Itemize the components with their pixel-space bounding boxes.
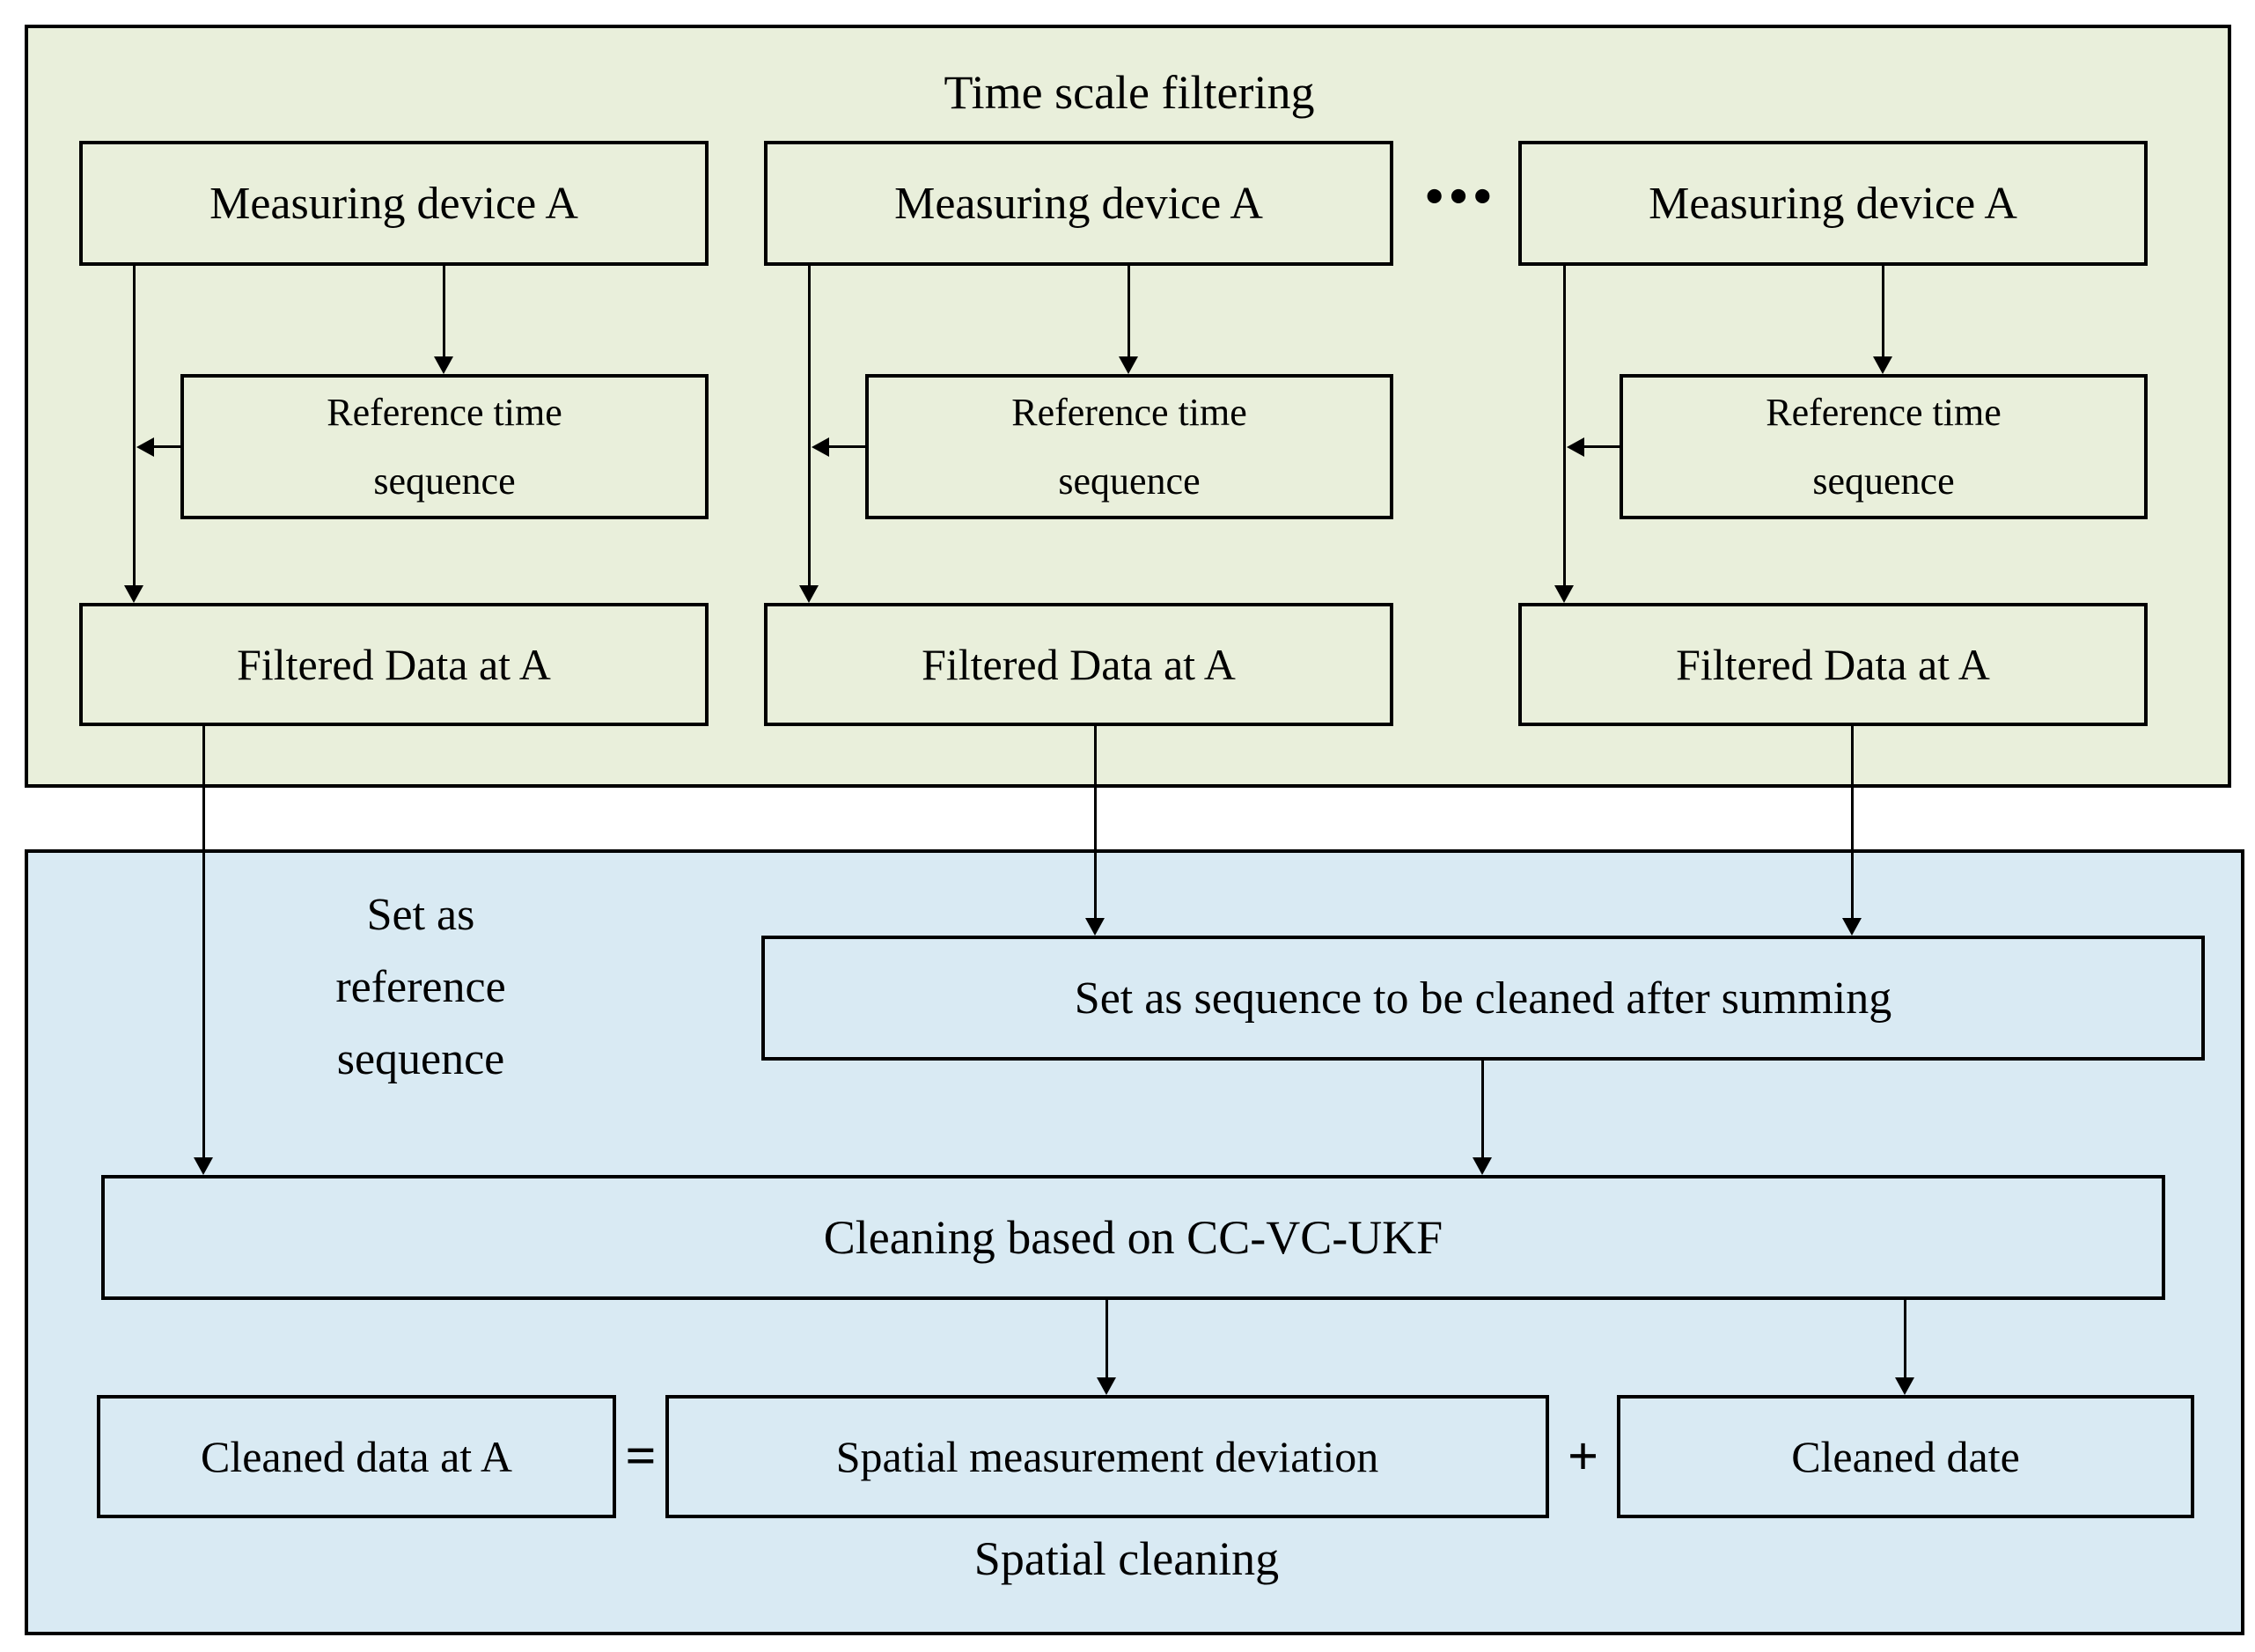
- arrowhead-loop-to-filtered-col2: [799, 585, 819, 603]
- measuring-device-box-col3: Measuring device A: [1518, 141, 2148, 266]
- spatial-deviation-box: Spatial measurement deviation: [665, 1395, 1549, 1518]
- sum-sequence-box: Set as sequence to be cleaned after summ…: [761, 936, 2205, 1061]
- spatial-cleaning-panel: [25, 849, 2244, 1635]
- arrow-measuring-to-reference-col3: [1882, 266, 1884, 358]
- arrowhead-measuring-to-reference-col1: [434, 356, 453, 374]
- arrow-measuring-to-reference-col1: [443, 266, 445, 358]
- arrow-filtered-to-sum-col2: [1094, 724, 1097, 920]
- line-loop-col3: [1563, 266, 1566, 587]
- arrowhead-sum-to-cleaning: [1473, 1157, 1492, 1175]
- plus-sign: +: [1567, 1426, 1599, 1487]
- time-scale-filtering-title: Time scale filtering: [944, 66, 1315, 119]
- arrowhead-measuring-to-reference-col2: [1119, 356, 1138, 374]
- arrow-reference-to-loop-col3: [1583, 445, 1620, 448]
- filtered-data-box-col1: Filtered Data at A: [79, 603, 709, 726]
- line-loop-col1: [133, 266, 136, 587]
- spatial-cleaning-title: Spatial cleaning: [973, 1532, 1280, 1585]
- arrowhead-cleaning-to-deviation: [1097, 1377, 1116, 1395]
- arrowhead-reference-to-loop-col2: [812, 437, 829, 457]
- arrowhead-measuring-to-reference-col3: [1873, 356, 1892, 374]
- arrow-reference-to-loop-col1: [152, 445, 180, 448]
- arrow-cleaning-to-deviation: [1105, 1300, 1108, 1379]
- ellipsis-dots: ···: [1419, 146, 1497, 245]
- arrowhead-reference-to-loop-col3: [1567, 437, 1584, 457]
- arrow-measuring-to-reference-col2: [1128, 266, 1130, 358]
- arrowhead-sum-entry-col3: [1842, 918, 1862, 936]
- time-scale-filtering-panel: [25, 25, 2231, 788]
- line-loop-col2: [808, 266, 811, 587]
- cleaned-date-box: Cleaned date: [1617, 1395, 2194, 1518]
- arrow-filtered-to-sum-col3: [1851, 724, 1854, 920]
- arrow-reference-to-loop-col2: [827, 445, 865, 448]
- cleaned-data-box: Cleaned data at A: [97, 1395, 616, 1518]
- equals-sign: =: [625, 1426, 657, 1487]
- filtered-data-box-col3: Filtered Data at A: [1518, 603, 2148, 726]
- cleaning-box: Cleaning based on CC-VC-UKF: [101, 1175, 2165, 1300]
- arrow-sum-to-cleaning: [1481, 1061, 1484, 1159]
- arrowhead-reference-to-loop-col1: [136, 437, 154, 457]
- measuring-device-box-col2: Measuring device A: [764, 141, 1393, 266]
- filtered-data-box-col2: Filtered Data at A: [764, 603, 1393, 726]
- arrowhead-loop-to-filtered-col3: [1554, 585, 1574, 603]
- arrowhead-sum-entry-col2: [1085, 918, 1105, 936]
- line-reference-sequence-col1: [202, 853, 205, 1159]
- arrowhead-loop-to-filtered-col1: [124, 585, 143, 603]
- arrow-cleaning-to-cleaned-date: [1904, 1300, 1906, 1379]
- measuring-device-box-col1: Measuring device A: [79, 141, 709, 266]
- arrowhead-cleaning-to-cleaned-date: [1895, 1377, 1914, 1395]
- arrowhead-reference-sequence-col1: [194, 1157, 213, 1175]
- line-sum-entry-col3: [1851, 853, 1854, 920]
- line-sum-entry-col2: [1094, 853, 1097, 920]
